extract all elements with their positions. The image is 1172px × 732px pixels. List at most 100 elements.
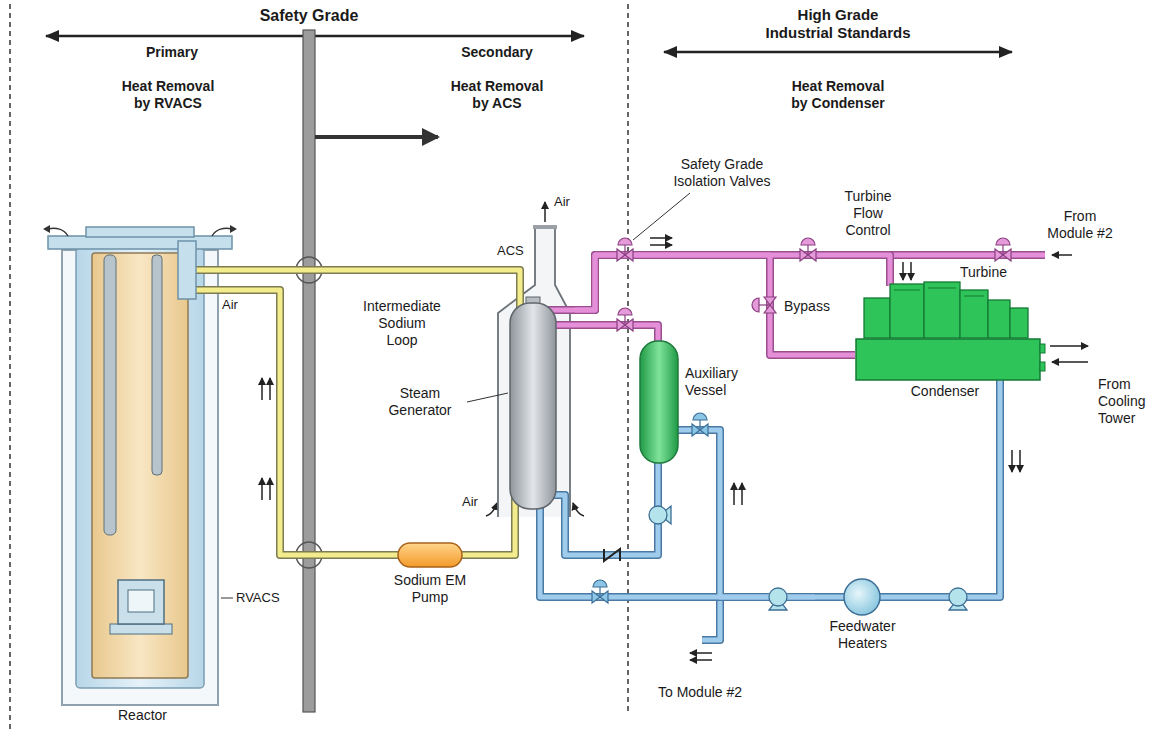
em-pump-part-part (460, 553, 480, 558)
flow-note: To Module #2 (645, 684, 755, 701)
reactor-vessel-part-part (48, 236, 232, 249)
section-heading: Primary (122, 44, 222, 61)
connector-label: Intermediate Sodium Loop (360, 298, 445, 349)
steam-generator-part-part (490, 270, 520, 309)
em-pump-part-part (380, 553, 400, 558)
section-heading: Secondary (447, 44, 547, 61)
reactor-vessel-part-part (196, 288, 245, 293)
turbine-part-part (864, 298, 890, 338)
flow-arrow-part (544, 202, 546, 222)
turbine-part-part (888, 264, 893, 286)
boundary-dashed-line-part (9, 4, 11, 730)
flow-arrow-part (269, 478, 271, 500)
flow-arrow-part (650, 244, 672, 246)
water-pipe-outline (565, 470, 658, 555)
steam-header-pipe-part (888, 251, 1045, 259)
steam-valve-symbol-part (624, 245, 625, 255)
steam-valve-symbol-part (759, 304, 770, 305)
condenser-part-part (996, 378, 1004, 404)
steam-generator-part-part (510, 303, 556, 509)
reactor-vessel-part-part (118, 580, 164, 624)
sodium-pipe (480, 530, 515, 555)
steam-valve-symbol-part (764, 297, 776, 305)
leader-line (221, 193, 690, 598)
water-valve-symbol-part (693, 413, 707, 420)
steam-valve-symbol-part (807, 245, 808, 255)
flow-arrow-part (733, 483, 735, 505)
sodium-pipe-outline (480, 530, 515, 555)
turbine: Turbine (858, 264, 1038, 338)
section-heading: High Grade Industrial Standards (763, 6, 913, 42)
steam-valve-symbol-part (800, 249, 808, 261)
flow-arrow-part (690, 652, 712, 654)
em-pump: Sodium EM Pump (380, 540, 480, 620)
reactor-vessel-part-part (230, 225, 237, 233)
node-label: Steam Generator (375, 385, 465, 419)
steam-valve-symbol-part (618, 238, 632, 245)
section-note: Heat Removal by Condenser (786, 78, 891, 112)
part-label: ACS (497, 243, 531, 259)
water-valve-symbol-part (593, 580, 607, 587)
water-valve-symbol-part (599, 587, 600, 597)
flow-arrow-part (1052, 254, 1072, 256)
node-label: Auxiliary Vessel (685, 365, 747, 399)
leader-line-part (221, 598, 233, 599)
turbine-part-part (890, 284, 924, 338)
flow-arrow-part (1050, 345, 1088, 347)
section-heading: Safety Grade (239, 6, 379, 25)
part-label: Safety Grade Isolation Valves (666, 156, 778, 190)
reactor-vessel-part-part (43, 225, 50, 233)
reactor-vessel-part-part (76, 248, 204, 688)
turbine-part-part (1010, 308, 1028, 338)
water-pipe (682, 430, 815, 597)
flow-arrow-part (269, 378, 271, 400)
sodium-pipe-outline (245, 266, 490, 274)
feedwater-branch-pipe-part (702, 597, 720, 640)
steam-valve-symbol-part (617, 319, 625, 331)
flow-arrow-part (573, 503, 584, 516)
reactor-vessel-part-part (92, 253, 188, 678)
water-pipe-outline (540, 530, 815, 597)
reactor-vessel-part-part (48, 228, 68, 236)
safety-boundary-post-part (303, 30, 315, 712)
steam-generator-part-part (490, 270, 520, 309)
steam-valve-symbol-part (995, 249, 1003, 261)
part-label: Turbine Flow Control (837, 188, 899, 239)
pump-symbol-part (649, 506, 667, 524)
steam-valve-symbol-part (617, 249, 625, 261)
steam-valve-symbol-part (808, 249, 816, 261)
feedwater-heater: Feedwater Heaters (815, 578, 910, 644)
water-pipe-outline (682, 430, 815, 597)
turbine-part-part (894, 288, 984, 296)
steam-valve-symbol-part (801, 238, 815, 245)
reactor-vessel-part-part (110, 624, 172, 634)
water-valve-symbol-part (592, 591, 600, 603)
water-valve-symbol-part (699, 420, 700, 430)
reactor-vessel-part-part (196, 286, 245, 294)
flow-note: From Cooling Tower (1098, 376, 1162, 427)
condenser: Condenser (855, 338, 1045, 404)
steam-generator-part (490, 225, 575, 530)
reactor-vessel-part (40, 225, 245, 730)
reactor-vessel-part-part (104, 255, 116, 535)
auxiliary-vessel-part (637, 335, 682, 470)
flow-arrow-part (261, 478, 263, 500)
turbine-part-part (988, 300, 1010, 338)
pump-symbol-part (949, 588, 967, 606)
water-valve-symbol-part (700, 424, 708, 436)
steam-valve-symbol-part (624, 315, 625, 325)
turbine-part (858, 264, 1038, 338)
flow-arrow-part (486, 503, 497, 516)
pump-symbol-part (769, 588, 787, 606)
steam-header-pipe (888, 255, 1045, 256)
steam-generator-part-part (533, 225, 557, 229)
feedwater-heater-part (815, 578, 910, 644)
safety-boundary-post-part (315, 135, 438, 139)
boundary-dashed-line (10, 4, 628, 730)
steam-generator: Steam Generator (490, 225, 575, 530)
reactor-vessel-part-part (86, 227, 194, 237)
reactor-vessel-part-part (196, 268, 245, 273)
reactor-vessel-part-part (128, 590, 154, 612)
condenser-part-part (1040, 362, 1045, 371)
